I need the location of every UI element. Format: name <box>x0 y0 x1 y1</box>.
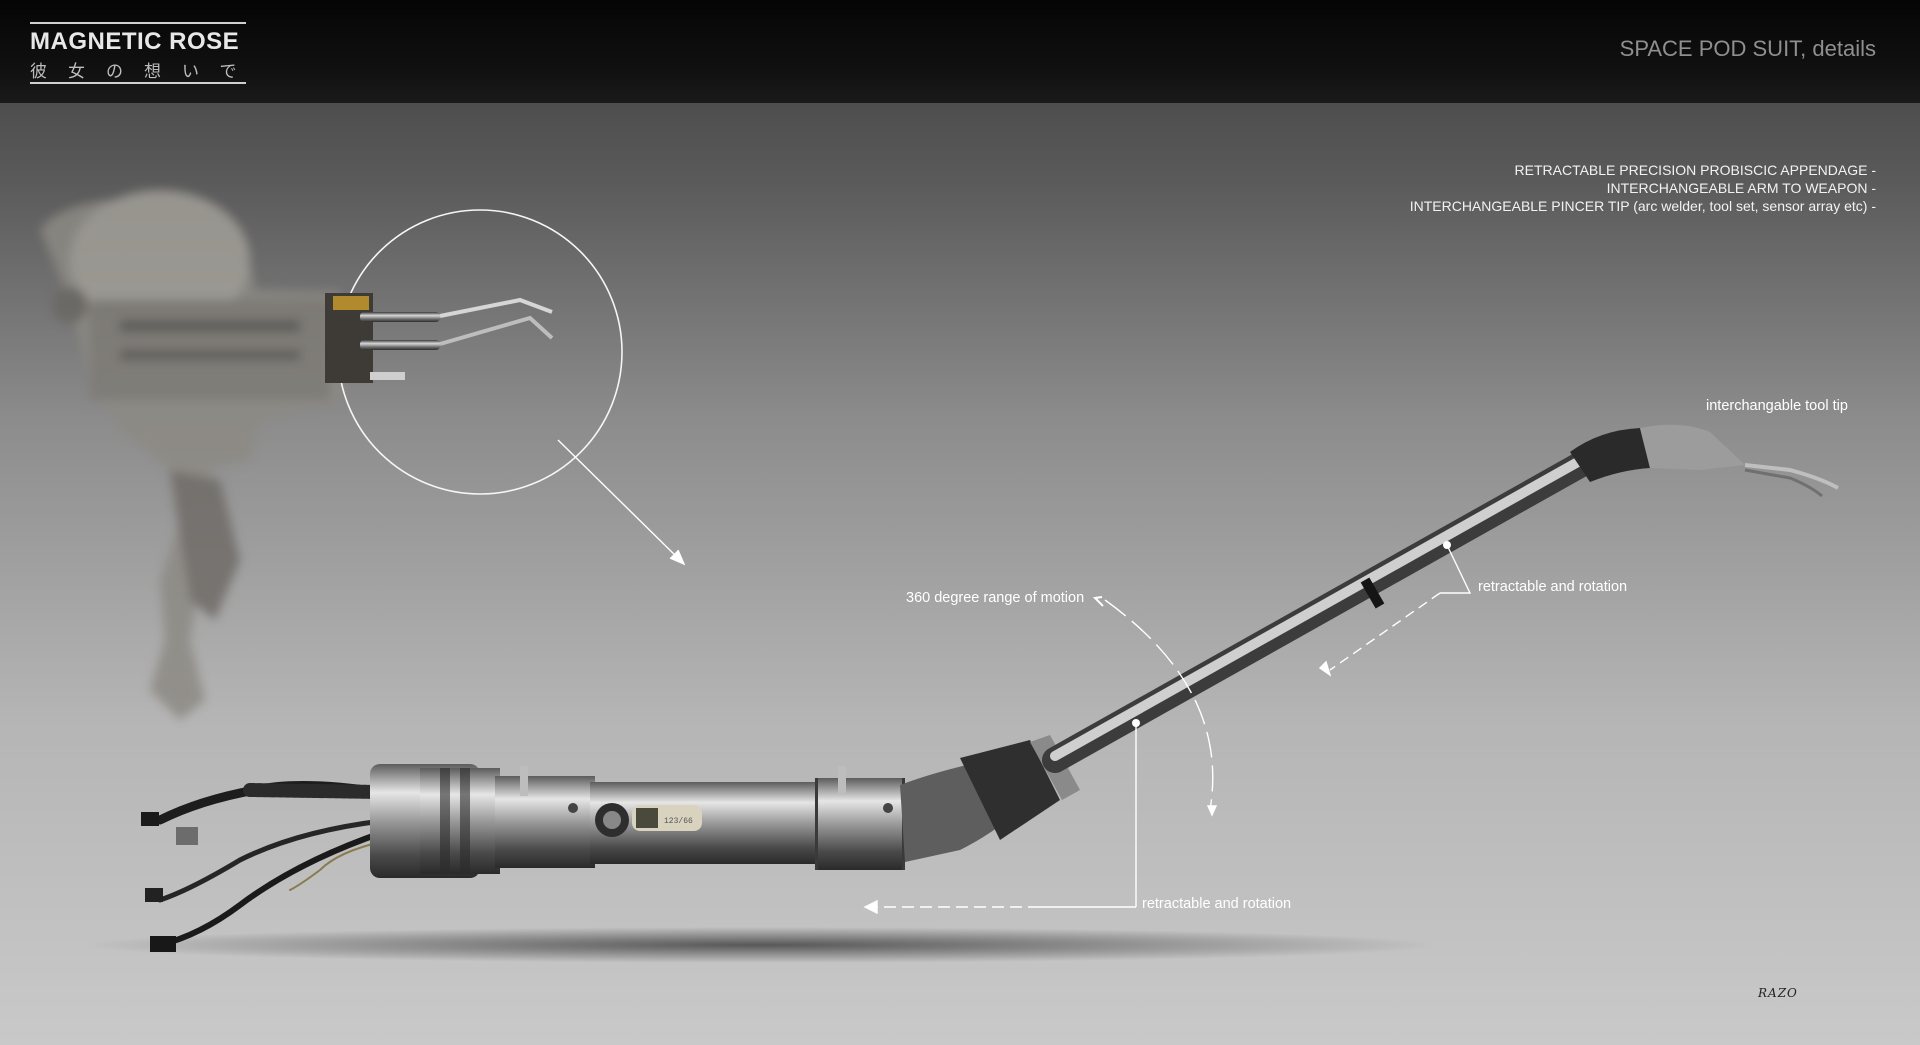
upper-rod <box>1042 449 1598 773</box>
magnifier-circle <box>325 209 623 495</box>
sheet-title: SPACE POD SUIT, details <box>1619 36 1876 61</box>
artist-signature: RAZO <box>1758 986 1798 1000</box>
tool-tip <box>1570 424 1839 498</box>
magnetic-rose-logo: MAGNETIC ROSE 彼女の想いで <box>30 22 246 84</box>
rotation-label-upper: retractable and rotation <box>1478 579 1628 595</box>
annotation-lines <box>863 541 1472 915</box>
logo-subtitle: 彼女の想いで <box>30 62 246 82</box>
note-line: INTERCHANGEABLE PINCER TIP (arc welder, … <box>1409 198 1876 214</box>
cables <box>141 780 393 952</box>
lower-cylinder: 123/66 <box>370 764 905 878</box>
barcode-label: 123/66 <box>664 817 693 826</box>
floor-shadow <box>80 927 1440 963</box>
magnifier-pointer-arrow <box>557 439 686 566</box>
note-line: RETRACTABLE PRECISION PROBISCIC APPENDAG… <box>1514 162 1876 178</box>
rotation-label-lower: retractable and rotation <box>1142 896 1292 912</box>
design-notes: RETRACTABLE PRECISION PROBISCIC APPENDAG… <box>1410 161 1876 215</box>
logo-title: MAGNETIC ROSE <box>30 28 240 55</box>
header-bar: MAGNETIC ROSE 彼女の想いで SPACE POD SUIT, det… <box>0 0 1920 103</box>
pod-suit-background <box>40 190 345 720</box>
note-line: INTERCHANGEABLE ARM TO WEAPON - <box>1606 180 1876 196</box>
tool-tip-label: interchangable tool tip <box>1706 398 1848 414</box>
motion-range-label: 360 degree range of motion <box>906 590 1085 606</box>
